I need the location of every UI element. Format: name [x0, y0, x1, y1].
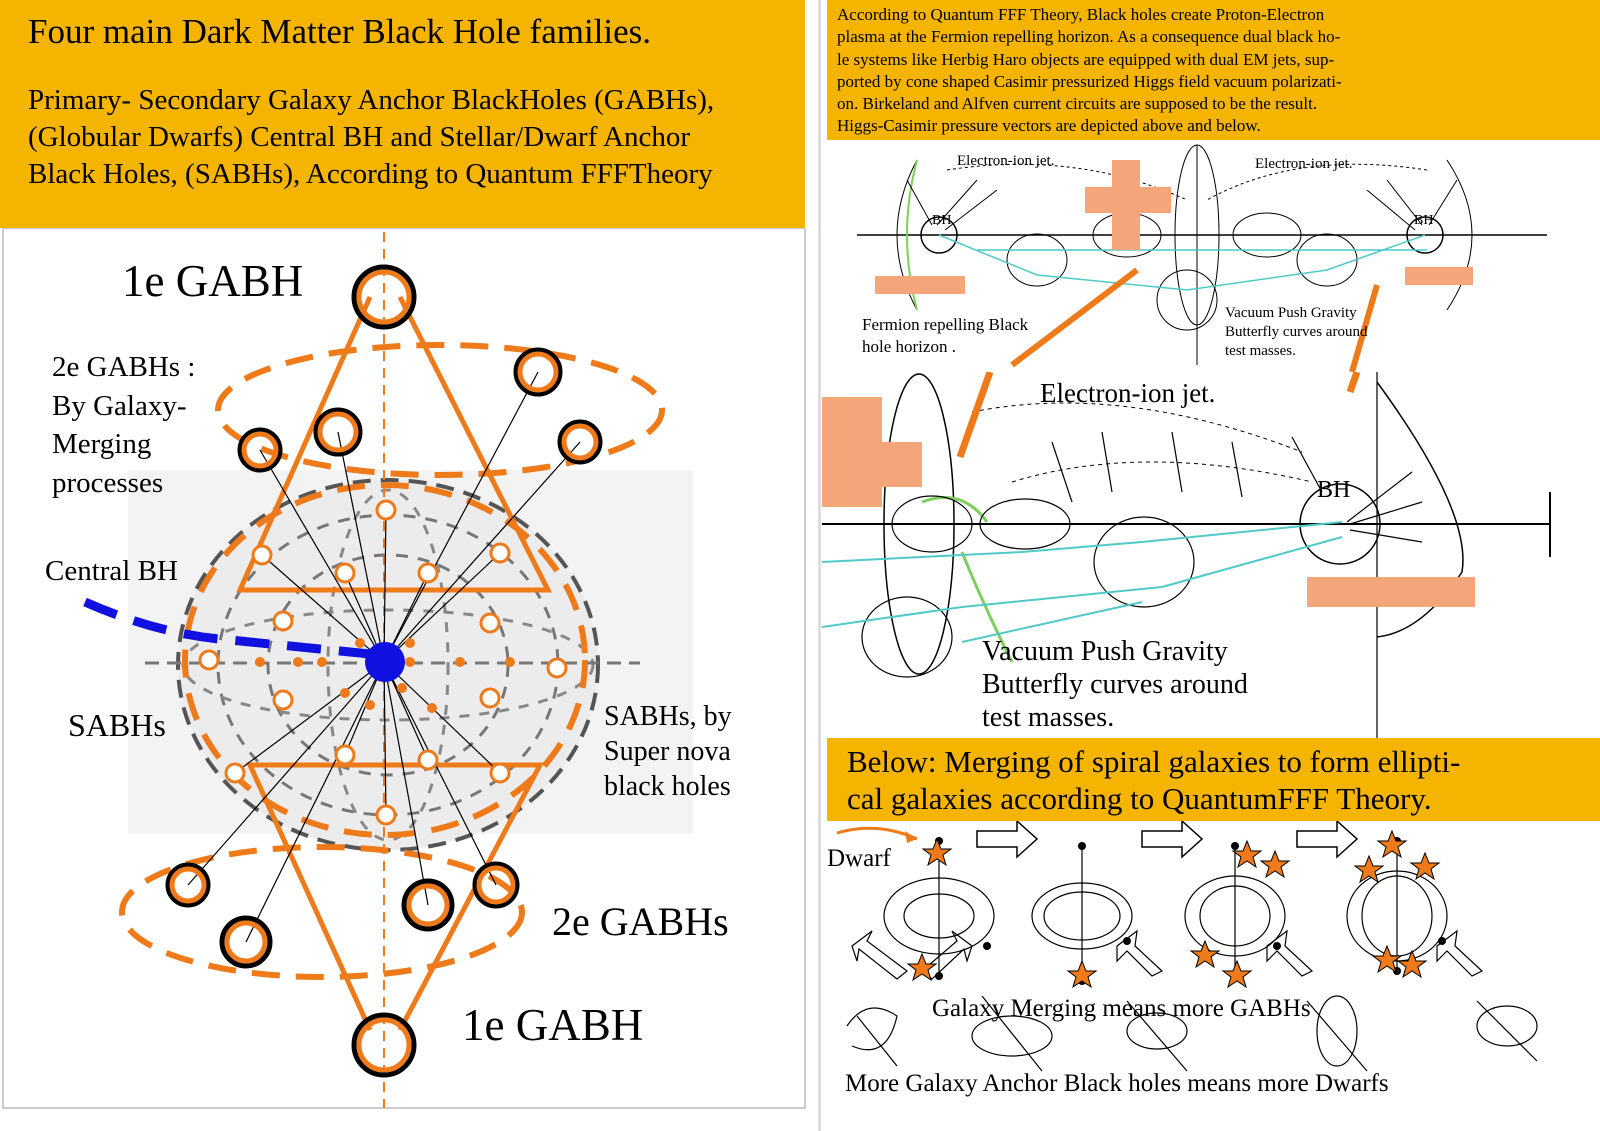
gabh-diagram: 1e GABH 2e GABHs : By Galaxy- Merging pr… [0, 228, 822, 1131]
top-cone [236, 295, 553, 593]
bh-label-big: BH [1317, 477, 1350, 503]
dwarf-stars [906, 829, 1441, 989]
process-arrows [976, 821, 1359, 859]
big-jet-diagram: Electron-ion jet. BH Vacuum Push Gravity… [822, 372, 1600, 739]
theory-line: plasma at the Fermion repelling horizon.… [837, 27, 1341, 47]
big-jet-svg: Electron-ion jet. BH Vacuum Push Gravity… [822, 372, 1551, 739]
small-jet-svg: Electron-ion jet. Electron-ion jet. BH B… [857, 144, 1547, 372]
theory-line: According to Quantum FFF Theory, Black h… [837, 5, 1325, 24]
zoom-arrow [1010, 267, 1139, 368]
central-bh [365, 642, 405, 682]
vacuum-label: test masses. [1225, 343, 1296, 359]
subtitle-line: Black Holes, (SABHs), According to Quant… [28, 158, 713, 190]
label-2e-line: processes [52, 467, 163, 499]
fermion-label: hole horizon . [862, 337, 956, 356]
merge-diagram: Dwarf [827, 821, 1600, 1131]
label-2e-line: By Galaxy- [52, 390, 187, 422]
label-2e-gabhs-bottom: 2e GABHs [552, 899, 729, 944]
label-bottom-gabh: 1e GABH [462, 1000, 643, 1050]
label-sabhs-sn: SABHs, by [604, 701, 732, 732]
jet-label-big: Electron-ion jet. [1040, 378, 1215, 408]
casimir-plate [1405, 267, 1473, 285]
gabh-rings [165, 264, 603, 1078]
label-sabhs-sn: Super nova [604, 736, 731, 767]
theory-line: le systems like Herbig Haro objects are … [837, 49, 1335, 69]
jet-label: Electron-ion jet. [1255, 156, 1352, 172]
top-2e-ellipse [215, 342, 665, 478]
vacuum-label-big: Butterfly curves around [982, 669, 1248, 700]
label-2e-line: 2e GABHs : [52, 351, 195, 383]
casimir-plate [1307, 577, 1475, 607]
zoom-arrow [1349, 284, 1380, 372]
dwarf-label: Dwarf [827, 845, 892, 872]
bh-label: BH [932, 213, 951, 228]
sabh-markers [198, 499, 568, 826]
label-2e-line: Merging [52, 428, 151, 460]
fermion-label: Fermion repelling Black [862, 315, 1029, 334]
panel-divider [818, 0, 821, 1131]
label-sabhs-sn: black holes [604, 771, 731, 802]
zoom-arrow [956, 372, 994, 459]
label-top-gabh: 1e GABH [122, 256, 303, 306]
subtitle-line: (Globular Dwarfs) Central BH and Stellar… [28, 121, 690, 153]
zoom-arrow [1346, 372, 1361, 394]
label-sabhs: SABHs [68, 707, 166, 743]
vacuum-label: Vacuum Push Gravity [1225, 305, 1357, 321]
jet-label: Electron-ion jet. [957, 153, 1054, 169]
theory-line: on. Birkeland and Alfven current circuit… [837, 94, 1318, 114]
merge-banner-text: Below: Merging of spiral galaxies to for… [847, 743, 1460, 817]
bottom-2e-ellipse [119, 844, 525, 980]
small-jet-diagram: Electron-ion jet. Electron-ion jet. BH B… [827, 140, 1600, 372]
vacuum-label-big: test masses. [982, 702, 1114, 733]
theory-paragraph: According to Quantum FFF Theory, Black h… [837, 4, 1342, 138]
theory-line: ported by cone shaped Casimir pressurize… [837, 71, 1342, 91]
theory-line: Higgs-Casimir pressure vectors are depic… [837, 116, 1261, 136]
merge-svg: Dwarf [827, 821, 1538, 1097]
dwarf-arrow [836, 826, 918, 841]
theory-text-box: According to Quantum FFF Theory, Black h… [827, 0, 1600, 140]
vacuum-label: Butterfly curves around [1225, 324, 1368, 340]
label-central-bh: Central BH [45, 555, 178, 587]
left-header-banner: Four main Dark Matter Black Hole familie… [0, 0, 805, 228]
merge-caption-1: Galaxy Merging means more GABHs [932, 995, 1311, 1022]
merge-line: Below: Merging of spiral galaxies to for… [847, 744, 1461, 779]
galaxies [846, 870, 1538, 1067]
casimir-plate [875, 276, 965, 294]
bottom-cone [246, 762, 545, 1032]
vacuum-label-big: Vacuum Push Gravity [982, 636, 1228, 667]
sn-dots [255, 638, 515, 713]
merge-line: cal galaxies according to QuantumFFF The… [847, 781, 1432, 816]
left-title: Four main Dark Matter Black Hole familie… [28, 12, 652, 51]
central-bh-pointer [83, 597, 381, 660]
merge-caption-2: More Galaxy Anchor Black holes means mor… [845, 1070, 1389, 1097]
bh-label: BH [1414, 213, 1433, 228]
sabh-ellipse [182, 482, 588, 838]
gabh-diagram-svg: 1e GABH 2e GABHs : By Galaxy- Merging pr… [2, 228, 806, 1109]
subtitle-line: Primary- Secondary Galaxy Anchor BlackHo… [28, 84, 715, 116]
left-subtitle: Primary- Secondary Galaxy Anchor BlackHo… [28, 82, 714, 193]
merge-banner: Below: Merging of spiral galaxies to for… [827, 738, 1600, 821]
